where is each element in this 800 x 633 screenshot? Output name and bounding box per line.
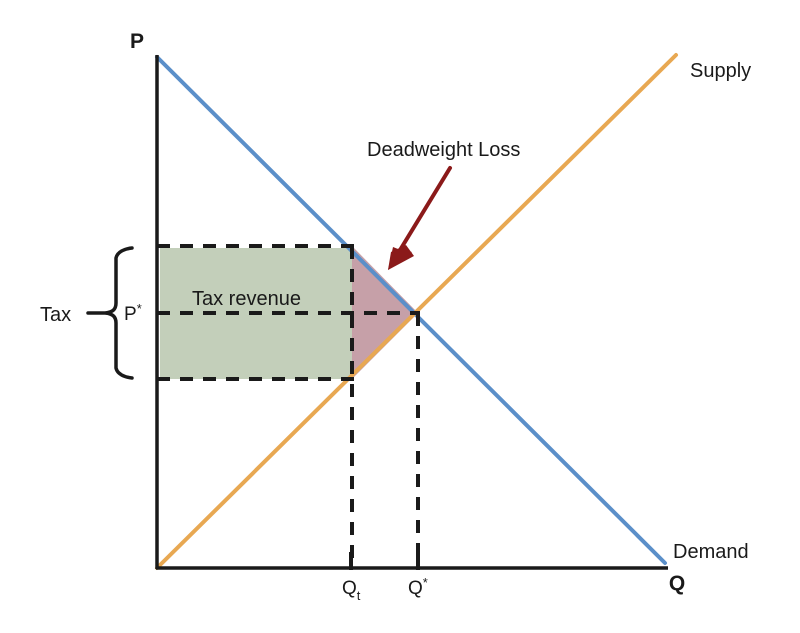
deadweight-loss-arrow-shaft — [395, 166, 452, 257]
x-axis-label: Q — [669, 572, 685, 595]
quantity-equilibrium-tick-label: Q* — [408, 575, 428, 599]
demand-curve-label: Demand — [673, 541, 749, 563]
deadweight-loss-label: Deadweight Loss — [367, 139, 520, 161]
tax-label: Tax — [40, 304, 71, 326]
y-axis-label: P — [130, 30, 144, 53]
q-t-subscript: t — [357, 588, 361, 603]
q-star-base: Q — [408, 578, 423, 599]
demand-curve — [155, 55, 667, 565]
p-star-base: P — [124, 304, 137, 325]
tax-revenue-label: Tax revenue — [192, 288, 301, 310]
deadweight-loss-region — [352, 246, 418, 379]
p-star-superscript: * — [137, 301, 142, 316]
q-t-base: Q — [342, 578, 357, 599]
deadweight-loss-arrow-head-fill — [388, 245, 414, 270]
supply-curve-label: Supply — [690, 60, 751, 82]
quantity-taxed-tick-label: Qt — [342, 578, 361, 603]
equilibrium-price-tick-label: P* — [124, 301, 142, 325]
q-star-superscript: * — [423, 575, 428, 590]
